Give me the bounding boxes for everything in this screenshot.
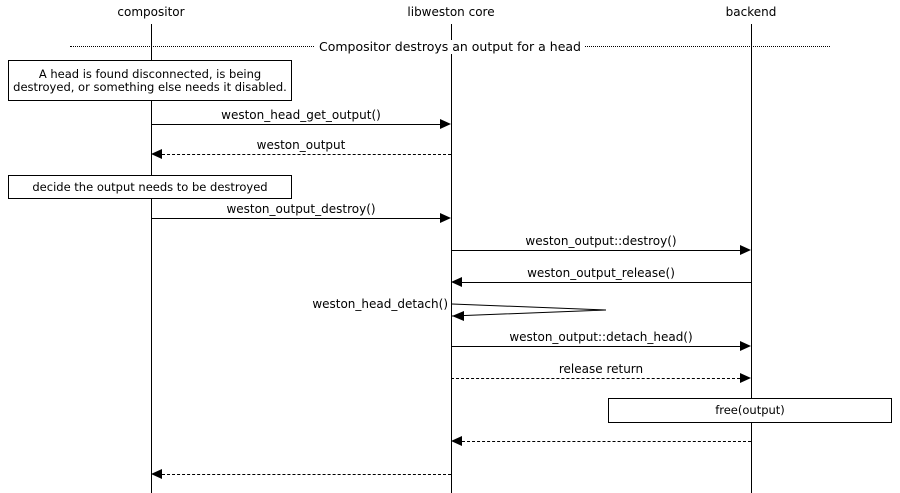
msg-weston-output-label: weston_output	[256, 138, 346, 152]
participant-label-libweston-core: libweston core	[407, 5, 495, 19]
msg-release-return-label: release return	[558, 362, 644, 376]
msg-core-return-line	[162, 474, 451, 475]
section-divider-label: Compositor destroys an output for a head	[315, 40, 585, 54]
msg-weston-output-release-label: weston_output_release()	[527, 266, 675, 280]
msg-weston-head-detach	[451, 298, 610, 326]
msg-weston-head-get-output-arrowhead	[440, 119, 451, 129]
msg-weston-output-destroy-label: weston_output_destroy()	[226, 202, 376, 216]
msg-weston-output-release-arrowhead	[451, 277, 462, 287]
msg-weston-head-detach-label: weston_head_detach()	[312, 297, 448, 311]
msg-core-return-arrowhead	[151, 469, 162, 479]
msg-weston-output-colon-destroy-line	[451, 250, 740, 251]
msg-weston-output-arrowhead	[151, 149, 162, 159]
msg-backend-return-line	[462, 441, 751, 442]
msg-weston-output-destroy-line	[151, 218, 440, 219]
lifeline-libweston-core	[451, 24, 452, 493]
msg-weston-output-detach-head-label: weston_output::detach_head()	[509, 330, 693, 344]
lifeline-compositor	[151, 24, 152, 493]
msg-weston-head-get-output-line	[151, 124, 440, 125]
participant-label-compositor: compositor	[117, 5, 185, 19]
msg-weston-output-release-line	[462, 282, 751, 283]
msg-release-return-line	[451, 378, 740, 379]
msg-weston-output-line	[162, 154, 451, 155]
msg-weston-output-detach-head-line	[451, 346, 740, 347]
msg-release-return-arrowhead	[740, 373, 751, 383]
msg-weston-output-detach-head-arrowhead	[740, 341, 751, 351]
msg-weston-output-destroy-arrowhead	[440, 213, 451, 223]
note-decide-destroy: decide the output needs to be destroyed	[8, 175, 292, 199]
msg-weston-head-get-output-label: weston_head_get_output()	[221, 108, 381, 122]
note-free-output: free(output)	[608, 398, 892, 423]
participant-label-backend: backend	[725, 5, 777, 19]
lifeline-backend	[751, 24, 752, 493]
msg-weston-output-colon-destroy-arrowhead	[740, 245, 751, 255]
msg-weston-output-colon-destroy-label: weston_output::destroy()	[525, 234, 677, 248]
note-head-disconnected: A head is found disconnected, is being d…	[8, 60, 292, 101]
msg-backend-return-arrowhead	[451, 436, 462, 446]
